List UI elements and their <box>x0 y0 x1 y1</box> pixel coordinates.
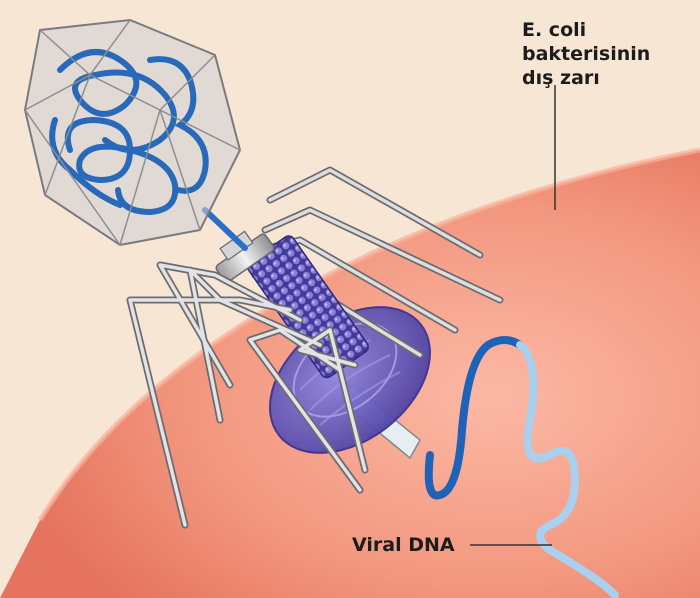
membrane-label-line-3: dış zarı <box>522 67 600 89</box>
membrane-label-line-2: bakterisinin <box>522 43 651 65</box>
tail-fibers-front <box>126 261 369 529</box>
viral-dna-strand-dark <box>424 336 524 500</box>
membrane-label: E. coli bakterisinin dış zarı <box>522 18 682 90</box>
neck-dna <box>202 207 248 251</box>
capsid-edges <box>24 19 241 246</box>
tail-fibers-back <box>251 166 504 359</box>
viral-dna-label: Viral DNA <box>352 534 455 556</box>
capsid-head <box>23 18 242 247</box>
viral-dna-strand-light <box>516 341 619 598</box>
membrane-label-line-1: E. coli <box>522 19 587 41</box>
